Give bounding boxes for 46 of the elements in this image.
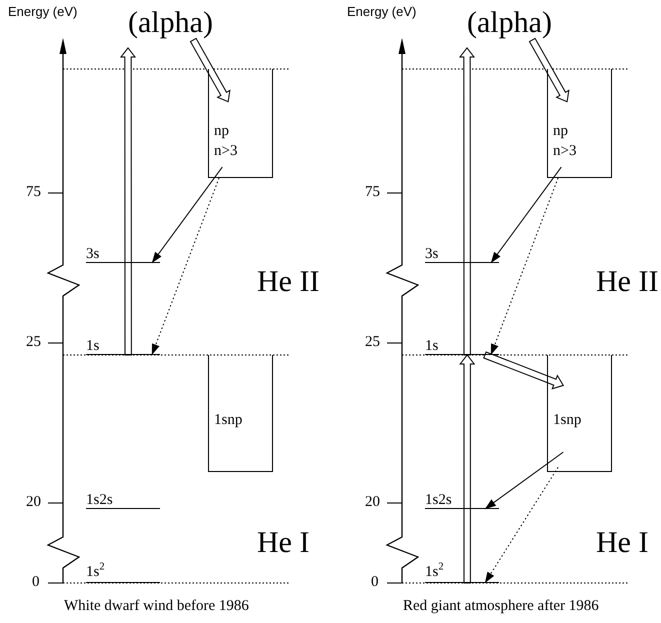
state-label: np n>3 — [214, 122, 238, 161]
level-band — [547, 355, 612, 472]
arrow — [151, 166, 223, 264]
hollow-arrow — [459, 354, 476, 584]
energy-level: 1s — [425, 339, 499, 355]
photon-label: (alpha) — [467, 6, 559, 40]
tick-label: 75 — [26, 185, 41, 200]
tick-label: 25 — [365, 335, 380, 350]
tick-label: 25 — [26, 335, 41, 350]
hollow-arrow — [190, 38, 230, 102]
energy-level: 3s — [425, 247, 499, 263]
tick-label: 0 — [371, 575, 378, 590]
state-label: 1snp — [214, 411, 244, 430]
state-label: np n>3 — [553, 122, 578, 161]
level-band — [208, 355, 273, 472]
hollow-arrow — [458, 47, 476, 356]
state-label: 1snp — [553, 411, 582, 430]
axis-title: Energy (eV) — [347, 5, 416, 18]
photon-label: (alpha) — [128, 6, 220, 40]
tick-label: 75 — [365, 185, 380, 200]
dotted-arrow — [490, 178, 559, 356]
ion-label: He I — [257, 528, 310, 558]
tick-label: 0 — [32, 575, 40, 590]
tick-label: 20 — [365, 495, 380, 510]
ion-label: He I — [596, 528, 648, 558]
energy-level: 1s2s — [425, 493, 499, 509]
axis-title: Energy (eV) — [8, 5, 78, 18]
arrow — [490, 166, 562, 264]
energy-level: 1s$^{2}$ — [86, 561, 160, 583]
tick-label: 20 — [26, 495, 41, 510]
hollow-arrow — [120, 47, 136, 356]
dotted-arrow — [484, 466, 559, 584]
ion-label: He II — [257, 267, 320, 297]
arrow — [484, 452, 564, 510]
ion-label: He II — [596, 267, 658, 297]
hollow-arrow — [528, 38, 570, 102]
dotted-arrow — [151, 178, 220, 356]
level-band — [547, 69, 612, 178]
energy-level: 1s — [86, 339, 160, 355]
hollow-arrow — [483, 351, 564, 390]
energy-level: 1s2s — [86, 493, 160, 509]
panel-caption: Red giant atmosphere after 1986 — [403, 599, 599, 614]
panel-caption: White dwarf wind before 1986 — [64, 599, 249, 614]
level-band — [208, 69, 273, 178]
energy-level: 3s — [86, 247, 160, 263]
energy-level: 1s$^{2}$ — [425, 561, 499, 583]
